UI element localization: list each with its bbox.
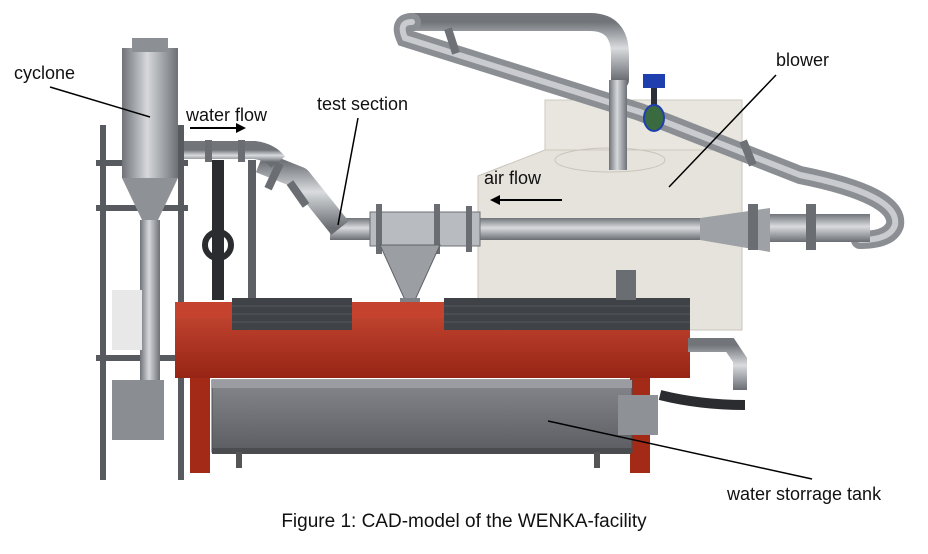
- pump-piping: [616, 270, 747, 435]
- water-tank: [211, 379, 633, 468]
- valve-icon: [643, 74, 665, 132]
- inclined-channel: [255, 151, 349, 235]
- label-cyclone: cyclone: [14, 63, 76, 83]
- label-test-section: test section: [317, 94, 409, 114]
- pump-line: [202, 160, 256, 310]
- water-inlet-pipe: [170, 140, 286, 168]
- label-air-flow: air flow: [484, 168, 542, 188]
- air-return-pipe: [393, 12, 905, 249]
- figure-caption: Figure 1: CAD-model of the WENKA-facilit…: [281, 511, 647, 532]
- air-channel: [330, 204, 870, 254]
- label-blower: blower: [776, 50, 830, 70]
- label-water-tank: water storrage tank: [727, 484, 882, 504]
- label-water-flow: water flow: [186, 105, 268, 125]
- annotations: [49, 74, 813, 480]
